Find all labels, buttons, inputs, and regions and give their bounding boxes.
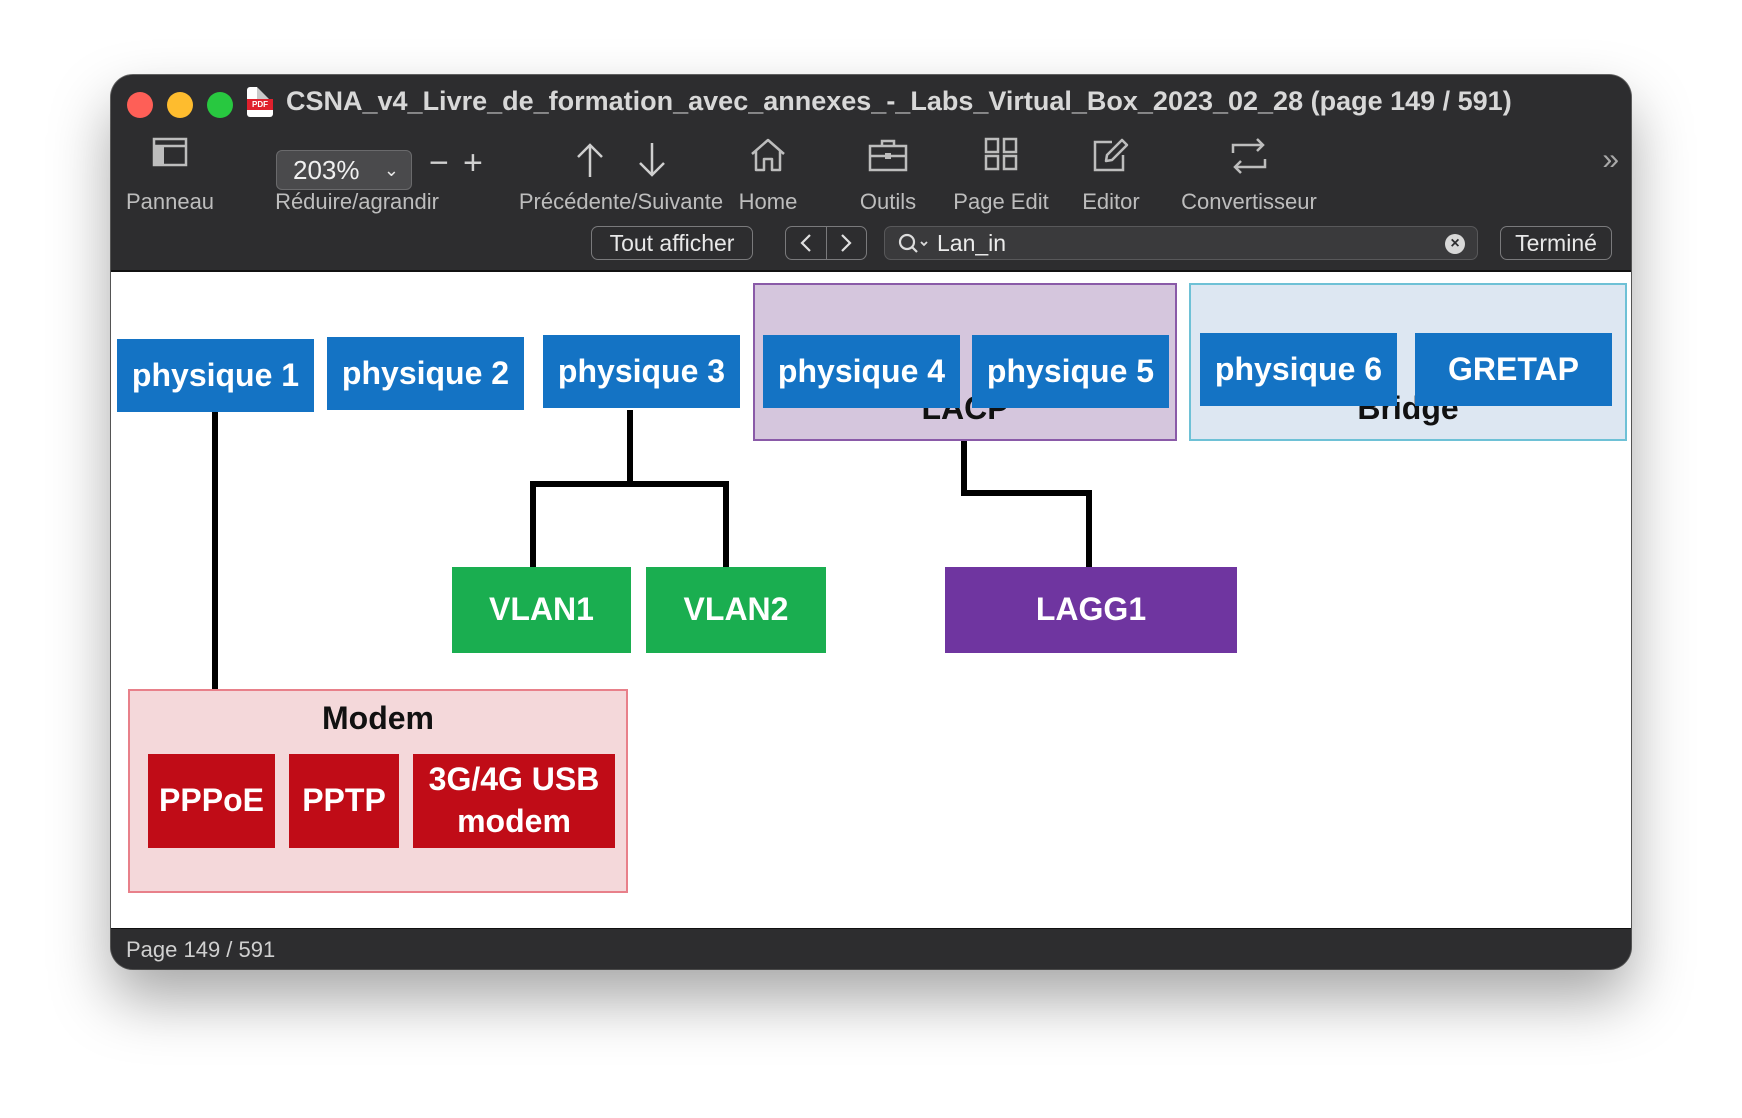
- prev-next-label: Précédente/Suivante: [518, 189, 724, 214]
- connector-physique3-stem: [627, 410, 633, 484]
- node-pptp: PPTP: [289, 754, 399, 848]
- modem-label: Modem: [322, 700, 434, 736]
- editor-button[interactable]: Editor: [1066, 125, 1156, 225]
- node-physique4: physique 4: [763, 335, 960, 408]
- search-input[interactable]: Lan_in ×: [884, 226, 1478, 260]
- outils-button[interactable]: Outils: [843, 125, 933, 225]
- clear-search-icon[interactable]: ×: [1445, 234, 1465, 254]
- sidebar-panel-icon: [152, 137, 188, 167]
- node-physique5: physique 5: [972, 335, 1169, 408]
- page-edit-label: Page Edit: [953, 189, 1049, 214]
- zoom-group: Réduire/agrandir: [261, 125, 453, 225]
- minimize-window-button[interactable]: [167, 92, 193, 118]
- node-physique2: physique 2: [327, 337, 524, 410]
- editor-label: Editor: [1082, 189, 1140, 214]
- close-window-button[interactable]: [127, 92, 153, 118]
- status-bar: Page 149 / 591: [111, 928, 1631, 969]
- previous-page-arrow-icon[interactable]: [573, 141, 607, 179]
- page-edit-button[interactable]: Page Edit: [941, 125, 1061, 225]
- title-bar: PDF CSNA_v4_Livre_de_formation_avec_anne…: [111, 75, 1631, 125]
- node-pppoe: PPPoE: [148, 754, 275, 848]
- zoom-in-button[interactable]: +: [463, 144, 483, 182]
- node-lagg1: LAGG1: [945, 567, 1237, 653]
- connector-lacp-stem: [961, 441, 967, 496]
- next-result-button[interactable]: [826, 227, 866, 259]
- connector-vlan-bar: [530, 481, 729, 487]
- node-gretap: GRETAP: [1415, 333, 1612, 406]
- connector-vlan1: [530, 481, 536, 567]
- previous-result-button[interactable]: [786, 227, 827, 259]
- node-physique1: physique 1: [117, 339, 314, 412]
- prev-next-group: Précédente/Suivante: [511, 125, 731, 225]
- node-physique6: physique 6: [1200, 333, 1397, 406]
- page-indicator: Page 149 / 591: [126, 937, 276, 962]
- show-all-button[interactable]: Tout afficher: [591, 226, 753, 260]
- zoom-out-button[interactable]: −: [429, 144, 449, 182]
- zoom-window-button[interactable]: [207, 92, 233, 118]
- window-title: CSNA_v4_Livre_de_formation_avec_annexes_…: [286, 86, 1512, 116]
- node-vlan1: VLAN1: [452, 567, 631, 653]
- pdf-page-content: LACP Bridge Modem physique 1 physique 2 …: [111, 272, 1631, 928]
- connector-physique1-modem: [212, 410, 218, 689]
- convert-arrows-icon: [1231, 138, 1267, 174]
- page-grid-icon: [984, 137, 1018, 171]
- panneau-label: Panneau: [125, 189, 215, 214]
- chevron-left-icon: [800, 234, 811, 252]
- toolbar-overflow-icon[interactable]: »: [1602, 143, 1619, 176]
- chevron-down-icon: ⌄: [383, 160, 399, 180]
- node-vlan2: VLAN2: [646, 567, 826, 653]
- pdf-viewer-window: PDF CSNA_v4_Livre_de_formation_avec_anne…: [111, 75, 1631, 969]
- search-result-nav: [785, 226, 867, 260]
- node-3g4g-usb-modem: 3G/4G USB modem: [413, 754, 615, 848]
- connector-lagg1: [1086, 490, 1092, 567]
- outils-label: Outils: [859, 189, 917, 214]
- done-button[interactable]: Terminé: [1500, 226, 1612, 260]
- home-label: Home: [738, 189, 798, 214]
- search-icon: [898, 233, 928, 253]
- chevron-right-icon: [841, 234, 852, 252]
- home-icon: [751, 138, 785, 172]
- usb-modem-line2: modem: [457, 803, 571, 839]
- home-button[interactable]: Home: [723, 125, 813, 225]
- connector-vlan2: [723, 481, 729, 567]
- search-value: Lan_in: [937, 230, 1007, 256]
- zoom-label: Réduire/agrandir: [275, 189, 439, 214]
- panneau-button[interactable]: Panneau: [111, 125, 229, 225]
- convertisseur-button[interactable]: Convertisseur: [1169, 125, 1329, 225]
- toolbar: Panneau 203% ⌄ − + Réduire/agrandir Préc…: [111, 125, 1631, 272]
- usb-modem-line1: 3G/4G USB: [428, 761, 600, 798]
- pdf-document-icon: PDF: [247, 87, 273, 117]
- connector-lacp-bar: [961, 490, 1092, 496]
- toolbox-icon: [868, 139, 908, 172]
- node-physique3: physique 3: [543, 335, 740, 408]
- edit-pencil-icon: [1093, 138, 1129, 172]
- next-page-arrow-icon[interactable]: [635, 141, 669, 179]
- zoom-level-select[interactable]: 203% ⌄: [276, 150, 412, 190]
- convertisseur-label: Convertisseur: [1181, 189, 1317, 214]
